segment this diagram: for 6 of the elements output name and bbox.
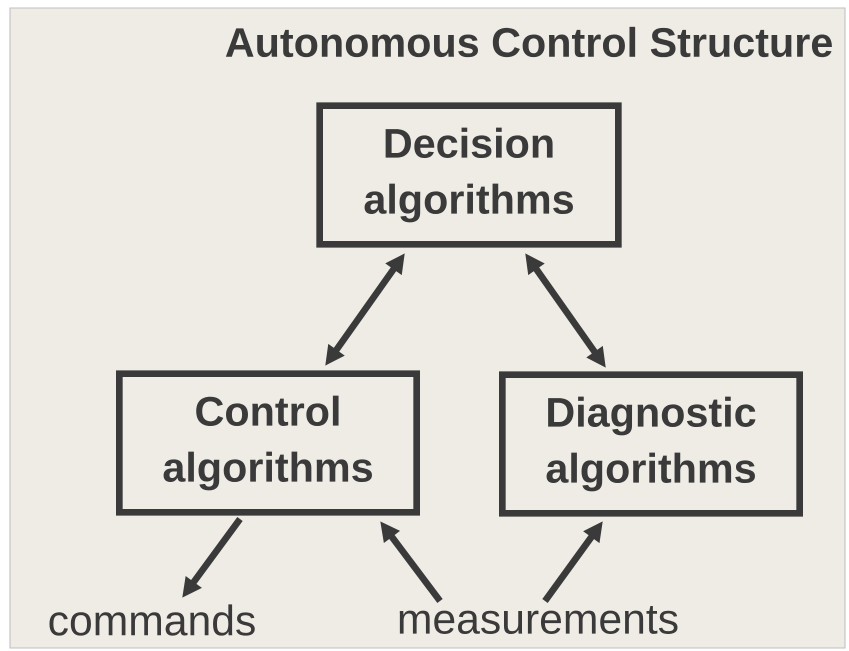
title: Autonomous Control Structure xyxy=(226,26,832,58)
process-box: Decision algorithms xyxy=(316,102,622,248)
signal-label: measurements xyxy=(400,606,678,634)
process-box: Diagnostic algorithms xyxy=(499,371,803,517)
process-box: Control algorithms xyxy=(116,370,420,516)
signal-label: commands xyxy=(49,604,255,636)
